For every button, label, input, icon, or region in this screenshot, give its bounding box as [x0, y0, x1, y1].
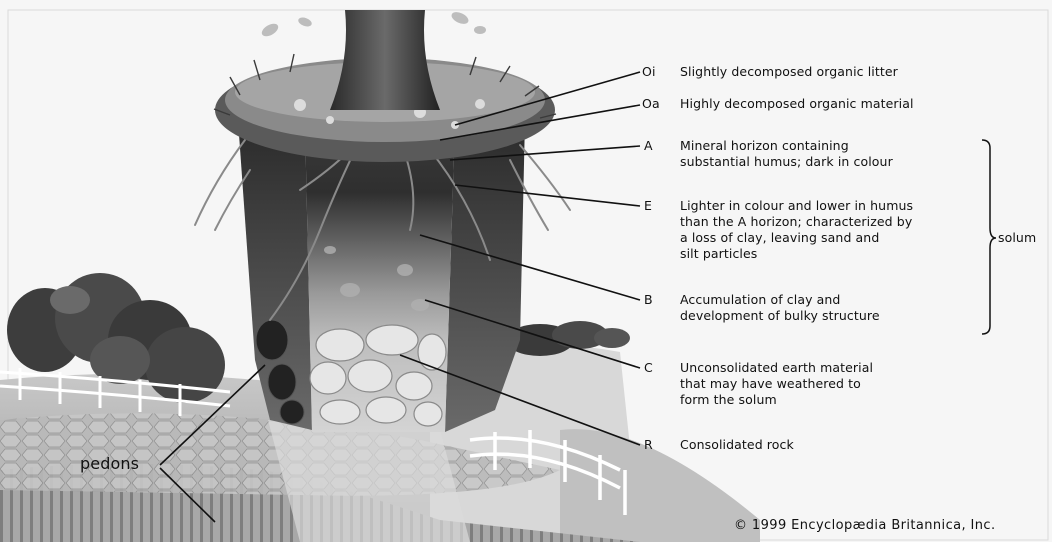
horizon-b-code: B: [644, 292, 653, 307]
horizon-oa-description: Highly decomposed organic material: [680, 96, 914, 112]
horizon-c: C: [644, 360, 653, 376]
tree-trunk: [330, 10, 440, 110]
horizon-oa-code: Oa: [642, 96, 660, 111]
horizon-oi-code: Oi: [642, 64, 656, 79]
horizon-oi-description: Slightly decomposed organic litter: [680, 64, 898, 80]
horizon-b-description: Accumulation of clay and development of …: [680, 292, 880, 324]
horizon-r-description: Consolidated rock: [680, 437, 794, 453]
horizon-b: B: [644, 292, 653, 308]
horizon-c-code: C: [644, 360, 653, 375]
horizon-c-description: Unconsolidated earth material that may h…: [680, 360, 873, 408]
horizon-oi: Oi: [642, 64, 656, 80]
solum-label: solum: [998, 230, 1036, 246]
horizon-oa: Oa: [642, 96, 660, 112]
horizon-e: E: [644, 198, 652, 214]
horizon-a-code: A: [644, 138, 653, 153]
horizon-r: R: [644, 437, 653, 453]
horizon-a: A: [644, 138, 653, 154]
horizon-e-code: E: [644, 198, 652, 213]
copyright-credit: © 1999 Encyclopædia Britannica, Inc.: [734, 518, 996, 534]
horizon-e-description: Lighter in colour and lower in humus tha…: [680, 198, 913, 262]
pedons-label: pedons: [80, 456, 139, 472]
horizon-r-code: R: [644, 437, 653, 452]
horizon-a-description: Mineral horizon containing substantial h…: [680, 138, 893, 170]
